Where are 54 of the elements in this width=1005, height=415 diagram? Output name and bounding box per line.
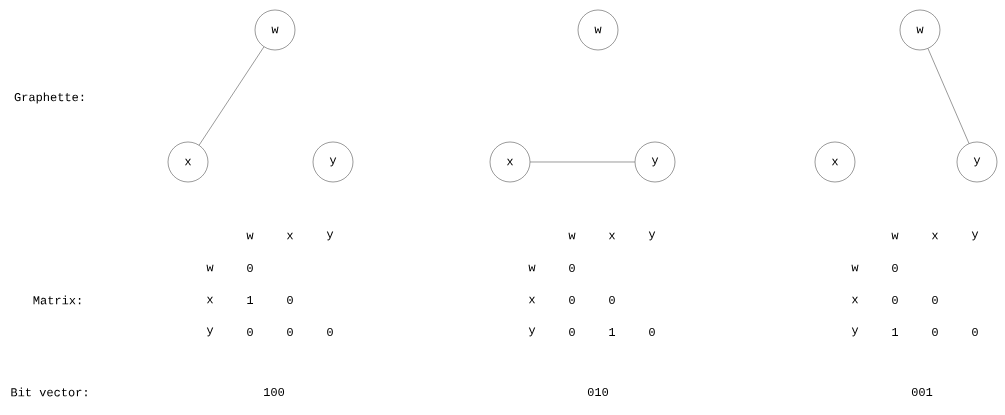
matrix-entry: 0 [569,327,575,337]
matrix-entry: 0 [287,295,293,305]
bit-vector: 001 [911,387,933,397]
matrix-entry: 0 [327,327,333,337]
bit-vector: 010 [587,387,609,397]
graph-edge [198,46,265,146]
row-heading: Bit vector: [11,387,87,397]
matrix-header: x [206,296,214,304]
matrix-header: y [326,231,334,241]
matrix-entry: 0 [287,327,293,337]
graph-edge [530,161,635,163]
matrix-header: x [286,232,294,240]
matrix-header: y [851,327,859,337]
graph-vertex: w [899,9,941,51]
graph-vertex: y [634,141,676,183]
matrix-entry: 1 [609,328,615,336]
matrix-entry: 0 [972,327,978,337]
matrix-header: x [528,296,536,304]
matrix-entry: 0 [247,263,253,273]
matrix-header: w [246,232,254,240]
graph-vertex: x [167,141,209,183]
matrix-entry: 0 [932,295,938,305]
matrix-header: w [206,264,214,272]
matrix-header: x [608,232,616,240]
matrix-header: w [568,232,576,240]
matrix-entry: 1 [892,328,898,336]
graph-vertex: x [489,141,531,183]
row-heading: Matrix: [33,295,81,305]
matrix-entry: 0 [569,263,575,273]
matrix-header: y [206,327,214,337]
bit-vector: 100 [264,387,285,397]
matrix-entry: 1 [247,296,254,304]
matrix-header: y [971,231,979,241]
matrix-entry: 0 [609,295,615,305]
matrix-header: w [528,264,536,272]
graph-vertex: x [814,141,856,183]
graph-vertex: y [956,141,998,183]
matrix-entry: 0 [892,295,898,305]
graph-vertex: y [312,141,354,183]
matrix-header: y [648,231,656,241]
matrix-header: y [528,327,536,337]
graph-vertex: w [254,9,296,51]
graph-edge [927,48,970,144]
matrix-entry: 0 [569,295,575,305]
matrix-header: w [891,232,899,240]
row-heading: Graphette: [14,92,84,104]
matrix-header: x [851,296,859,304]
matrix-entry: 0 [892,263,898,273]
graph-vertex: w [577,9,619,51]
matrix-header: x [931,232,939,240]
matrix-entry: 0 [247,327,253,337]
matrix-entry: 0 [932,327,938,337]
matrix-header: w [851,264,859,272]
matrix-entry: 0 [649,327,655,337]
